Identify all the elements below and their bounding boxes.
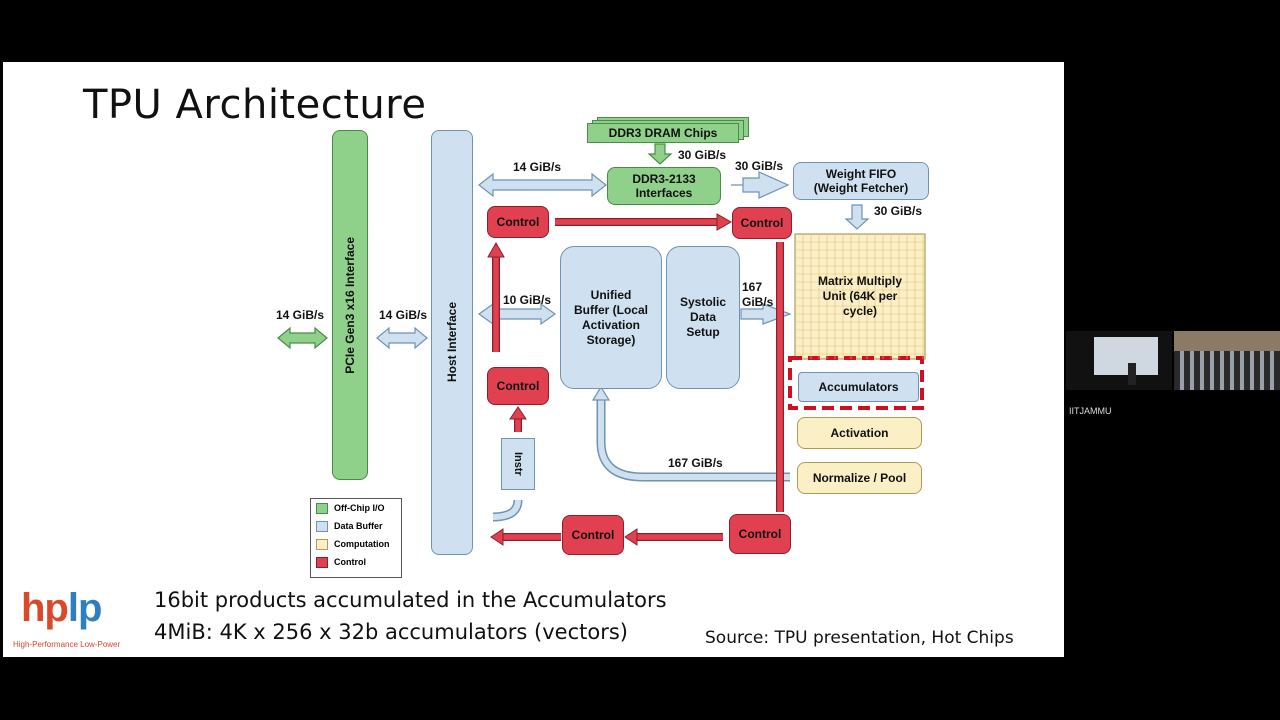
diagram-legend: Off-Chip I/O Data Buffer Computation Con… xyxy=(310,498,402,578)
video-thumbnail-presenter[interactable] xyxy=(1066,331,1172,390)
host-interface-block: Host Interface xyxy=(431,130,473,555)
slide-title: TPU Architecture xyxy=(83,82,427,128)
control-label: Control xyxy=(738,527,782,541)
legend-item: Off-Chip I/O xyxy=(311,499,401,517)
video-thumbnail-audience[interactable] xyxy=(1174,331,1280,390)
activation-label: Activation xyxy=(830,426,889,440)
unified-buffer-block: Unified Buffer (Local Activation Storage… xyxy=(560,246,662,389)
logo-part2: lp xyxy=(67,586,103,630)
legend-item: Control xyxy=(311,553,401,571)
source-note: Source: TPU presentation, Hot Chips xyxy=(705,628,1014,648)
unified-buffer-label: Unified Buffer (Local Activation Storage… xyxy=(573,287,648,347)
rate-label: 14 GiB/s xyxy=(276,308,325,322)
accumulators-label: Accumulators xyxy=(818,380,899,394)
rate-label: 10 GiB/s xyxy=(503,293,552,307)
ddr3-chips-label: DDR3 DRAM Chips xyxy=(608,126,718,140)
bullet-line-2: 4MiB: 4K x 256 x 32b accumulators (vecto… xyxy=(154,620,628,644)
hplp-logo: hplp xyxy=(21,586,103,631)
rate-label: 14 GiB/s xyxy=(379,308,428,322)
control-block-4: Control xyxy=(562,515,624,555)
accumulators-block: Accumulators xyxy=(798,372,919,402)
normalize-pool-block: Normalize / Pool xyxy=(797,462,922,494)
rate-label: 30 GiB/s xyxy=(735,159,784,173)
mmu-grid-lines xyxy=(795,234,925,359)
projection-screen xyxy=(1094,337,1158,375)
rate-label: 30 GiB/s xyxy=(678,148,727,162)
legend-item: Data Buffer xyxy=(311,517,401,535)
rate-label: 167 GiB/s xyxy=(668,456,723,470)
audience-wall xyxy=(1174,331,1280,351)
control-label: Control xyxy=(496,215,540,229)
legend-label: Control xyxy=(334,557,366,567)
weight-fifo-block: Weight FIFO (Weight Fetcher) xyxy=(793,162,929,200)
accumulators-highlight xyxy=(788,356,924,410)
ddr3-chips-block: DDR3 DRAM Chips xyxy=(587,123,739,143)
legend-swatch xyxy=(316,520,328,532)
systolic-block: Systolic Data Setup xyxy=(666,246,740,389)
legend-item: Computation xyxy=(311,535,401,553)
control-label: Control xyxy=(496,379,540,393)
instr-block: Instr xyxy=(501,438,535,490)
instr-label: Instr xyxy=(512,452,524,476)
presenter-figure xyxy=(1128,363,1136,385)
slide: TPU Architecture xyxy=(3,62,1064,657)
host-interface-label: Host Interface xyxy=(445,302,459,383)
legend-swatch xyxy=(316,556,328,568)
rate-label: 30 GiB/s xyxy=(874,204,923,218)
logo-subtitle: High-Performance Low-Power xyxy=(13,640,121,649)
video-label: IITJAMMU xyxy=(1069,406,1112,416)
activation-block: Activation xyxy=(797,417,922,449)
rate-label: 14 GiB/s xyxy=(513,160,562,174)
weight-fifo-label: Weight FIFO (Weight Fetcher) xyxy=(813,167,909,195)
control-label: Control xyxy=(740,216,784,230)
legend-label: Data Buffer xyxy=(334,521,383,531)
control-block-5: Control xyxy=(729,514,791,554)
legend-swatch xyxy=(316,538,328,550)
legend-swatch xyxy=(316,502,328,514)
control-block-1: Control xyxy=(487,206,549,238)
diagram-connectors xyxy=(277,143,926,546)
mmu-label: Matrix Multiply Unit (64K per cycle) xyxy=(817,274,902,318)
pcie-block: PCIe Gen3 x16 Interface xyxy=(332,130,368,480)
ddr3-interface-block: DDR3-2133 Interfaces xyxy=(607,167,721,205)
systolic-label: Systolic Data Setup xyxy=(679,295,727,339)
control-label: Control xyxy=(571,528,615,542)
normalize-pool-label: Normalize / Pool xyxy=(812,471,907,485)
rate-label: 167 GiB/s xyxy=(742,280,774,309)
audience-seats xyxy=(1174,351,1280,390)
legend-label: Computation xyxy=(334,539,390,549)
bullet-line-1: 16bit products accumulated in the Accumu… xyxy=(154,588,667,612)
control-block-3: Control xyxy=(487,367,549,405)
legend-label: Off-Chip I/O xyxy=(334,503,385,513)
pcie-label: PCIe Gen3 x16 Interface xyxy=(343,236,357,374)
control-block-2: Control xyxy=(732,207,792,239)
ddr3-interface-label: DDR3-2133 Interfaces xyxy=(632,172,696,200)
logo-part1: hp xyxy=(21,586,69,630)
mmu-block: Matrix Multiply Unit (64K per cycle) xyxy=(795,234,925,359)
